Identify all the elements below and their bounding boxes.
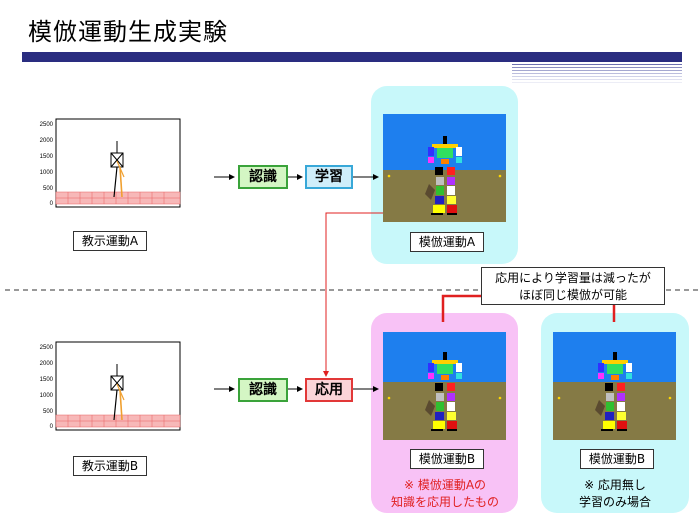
stick-figure-icon	[110, 141, 125, 198]
robot-icon	[425, 136, 462, 215]
robot-scene-c	[553, 332, 676, 440]
note-applied: ※ 模倣運動Aの 知識を応用したもの	[372, 477, 518, 511]
note-learning-only-line-2: 学習のみ場合	[578, 495, 651, 509]
y-tick-label: 1500	[40, 377, 54, 383]
y-tick-label: 1500	[40, 154, 54, 160]
robot-icon	[425, 352, 462, 431]
page-title: 模倣運動生成実験	[28, 18, 228, 46]
callout-line-2: ほぼ同じ模倣が可能	[518, 288, 627, 302]
y-tick-label: 2000	[40, 138, 54, 144]
y-tick-label: 2000	[40, 361, 54, 367]
y-tick-label: 500	[43, 409, 54, 415]
y-tick-label: 500	[43, 186, 54, 192]
result-label-a: 模倣運動A	[410, 232, 484, 252]
note-learning-only-line-1: ※ 応用無し	[584, 478, 646, 492]
callout-line-1: 応用により学習量は減ったが	[495, 271, 651, 285]
stick-figure-icon	[110, 364, 125, 421]
recognition-step-b: 認識	[238, 378, 288, 402]
y-tick-label: 2500	[40, 122, 54, 128]
title-bar-stripes	[512, 52, 682, 83]
robot-scene-a	[383, 114, 506, 222]
result-callout: 応用により学習量は減ったが ほぼ同じ模倣が可能	[481, 267, 665, 305]
y-tick-label: 0	[50, 424, 54, 430]
row-separator	[5, 289, 700, 291]
recognition-step-a: 認識	[238, 165, 288, 189]
learning-step: 学習	[305, 165, 353, 189]
y-tick-label: 1000	[40, 393, 54, 399]
title-underline-bar	[22, 52, 512, 62]
demo-plot-a: 2500 2000 1500 1000 500 0	[40, 118, 181, 208]
application-step: 応用	[305, 378, 353, 402]
y-tick-label: 2500	[40, 345, 54, 351]
note-applied-line-1: ※ 模倣運動Aの	[403, 478, 487, 492]
note-applied-line-2: 知識を応用したもの	[390, 495, 499, 509]
note-learning-only: ※ 応用無し 学習のみ場合	[542, 477, 688, 511]
demo-label-a: 教示運動A	[73, 231, 147, 251]
floor-grid	[55, 414, 181, 428]
result-label-b: 模倣運動B	[410, 449, 484, 469]
demo-label-b: 教示運動B	[73, 456, 147, 476]
floor-grid	[55, 191, 181, 205]
demo-plot-b: 2500 2000 1500 1000 500 0	[40, 341, 181, 431]
result-label-c: 模倣運動B	[580, 449, 654, 469]
y-tick-label: 0	[50, 201, 54, 207]
robot-icon	[595, 352, 632, 431]
y-tick-label: 1000	[40, 170, 54, 176]
robot-scene-b	[383, 332, 506, 440]
